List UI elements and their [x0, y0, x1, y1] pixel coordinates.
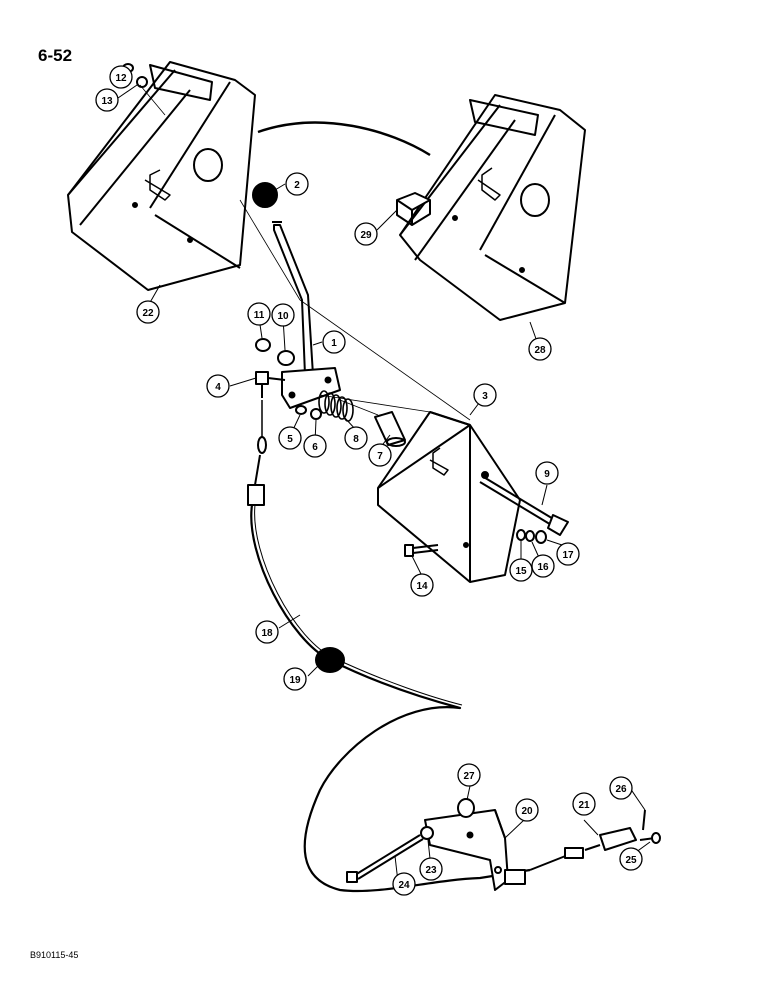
- callout-29: 29: [354, 222, 378, 246]
- console-cover-left: [67, 61, 256, 291]
- callout-2: 2: [285, 172, 309, 196]
- cable-pivot: [255, 371, 286, 398]
- lock-washer-16: [525, 530, 535, 542]
- callout-13: 13: [95, 88, 119, 112]
- svg-text:1: 1: [331, 338, 337, 349]
- svg-text:3: 3: [482, 391, 488, 402]
- shift-lever: [272, 221, 341, 409]
- page-number: 6-52: [38, 46, 73, 65]
- svg-text:8: 8: [353, 434, 359, 445]
- bolt-9: [479, 475, 569, 536]
- callout-6: 6: [303, 434, 327, 458]
- washer-10: [277, 350, 295, 366]
- grommet: [315, 647, 345, 673]
- callout-27: 27: [457, 763, 481, 787]
- svg-text:15: 15: [515, 566, 527, 577]
- svg-text:20: 20: [521, 806, 533, 817]
- callout-22: 22: [136, 300, 160, 324]
- callout-17: 17: [556, 542, 580, 566]
- svg-text:7: 7: [377, 451, 383, 462]
- callout-18: 18: [255, 620, 279, 644]
- svg-text:4: 4: [215, 382, 221, 393]
- svg-text:17: 17: [562, 550, 574, 561]
- cable-bracket: [424, 809, 526, 891]
- callout-1: 1: [322, 330, 346, 354]
- svg-text:25: 25: [625, 855, 637, 866]
- bolt-24: [346, 834, 424, 883]
- svg-text:22: 22: [142, 308, 154, 319]
- bushing: [457, 798, 475, 818]
- callout-15: 15: [509, 558, 533, 582]
- callout-19: 19: [283, 667, 307, 691]
- callout-7: 7: [368, 443, 392, 467]
- callout-21: 21: [572, 792, 596, 816]
- svg-text:18: 18: [261, 628, 273, 639]
- callout-28: 28: [528, 337, 552, 361]
- svg-text:11: 11: [254, 310, 265, 321]
- svg-text:23: 23: [425, 865, 437, 876]
- callout-12: 12: [109, 65, 133, 89]
- svg-text:21: 21: [578, 800, 590, 811]
- washer-15: [516, 529, 526, 541]
- svg-text:10: 10: [277, 311, 289, 322]
- svg-text:5: 5: [287, 434, 293, 445]
- callouts: 1 2 3 4 5 6 7 8 9 10 11 12 13 14 15 16 1…: [95, 65, 643, 896]
- callout-11: 11: [247, 302, 271, 326]
- callout-16: 16: [531, 554, 555, 578]
- clevis: [529, 827, 637, 871]
- svg-text:28: 28: [534, 345, 546, 356]
- svg-text:29: 29: [360, 230, 372, 241]
- svg-text:19: 19: [289, 675, 301, 686]
- washer-23: [420, 826, 434, 840]
- callout-4: 4: [206, 374, 230, 398]
- clevis-pin: [639, 832, 661, 844]
- console-cover-right: [399, 94, 586, 321]
- svg-text:27: 27: [463, 771, 475, 782]
- nut-6: [310, 408, 322, 420]
- callout-8: 8: [344, 426, 368, 450]
- callout-26: 26: [609, 776, 633, 800]
- svg-text:24: 24: [398, 880, 410, 891]
- washer-13: [136, 76, 148, 88]
- callout-9: 9: [535, 461, 559, 485]
- pin: [642, 809, 646, 831]
- callout-3: 3: [473, 383, 497, 407]
- callout-5: 5: [278, 426, 302, 450]
- alignment-lines: [139, 84, 471, 421]
- mounting-bracket: [377, 411, 521, 583]
- svg-text:26: 26: [615, 784, 627, 795]
- nut-11: [255, 338, 271, 352]
- callout-25: 25: [619, 847, 643, 871]
- shift-insert: [396, 192, 431, 226]
- callout-20: 20: [515, 798, 539, 822]
- callout-23: 23: [419, 857, 443, 881]
- connecting-arrow: [257, 121, 431, 157]
- svg-text:9: 9: [544, 469, 550, 480]
- shift-knob: [252, 182, 278, 208]
- svg-text:14: 14: [416, 581, 428, 592]
- nut-17: [535, 530, 547, 544]
- washer-5: [295, 405, 307, 415]
- svg-text:16: 16: [537, 562, 549, 573]
- spacer: [374, 411, 406, 447]
- bolt-14: [404, 544, 439, 557]
- svg-text:12: 12: [115, 73, 127, 84]
- svg-text:6: 6: [312, 442, 318, 453]
- svg-text:2: 2: [294, 180, 300, 191]
- svg-text:13: 13: [101, 96, 113, 107]
- callout-14: 14: [410, 573, 434, 597]
- callout-10: 10: [271, 303, 295, 327]
- figure-code: B910115-45: [30, 950, 79, 960]
- callout-24: 24: [392, 872, 416, 896]
